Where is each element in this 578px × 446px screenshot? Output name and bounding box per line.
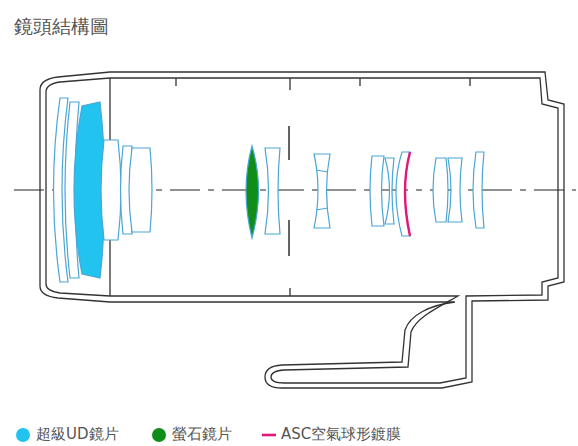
legend-swatch [16,428,30,442]
aperture [288,126,289,256]
asc-coating [405,152,410,236]
legend-text: 超級UD鏡片 [36,425,119,444]
diagram-title: 鏡頭結構圖 [14,14,109,40]
legend-text: ASC空氣球形鍍膜 [281,425,401,444]
lens-barrel [40,72,564,388]
legend-line-sample [262,434,276,437]
legend-text: 螢石鏡片 [172,425,232,444]
lens-elements [54,98,485,282]
legend-swatch [152,428,166,442]
